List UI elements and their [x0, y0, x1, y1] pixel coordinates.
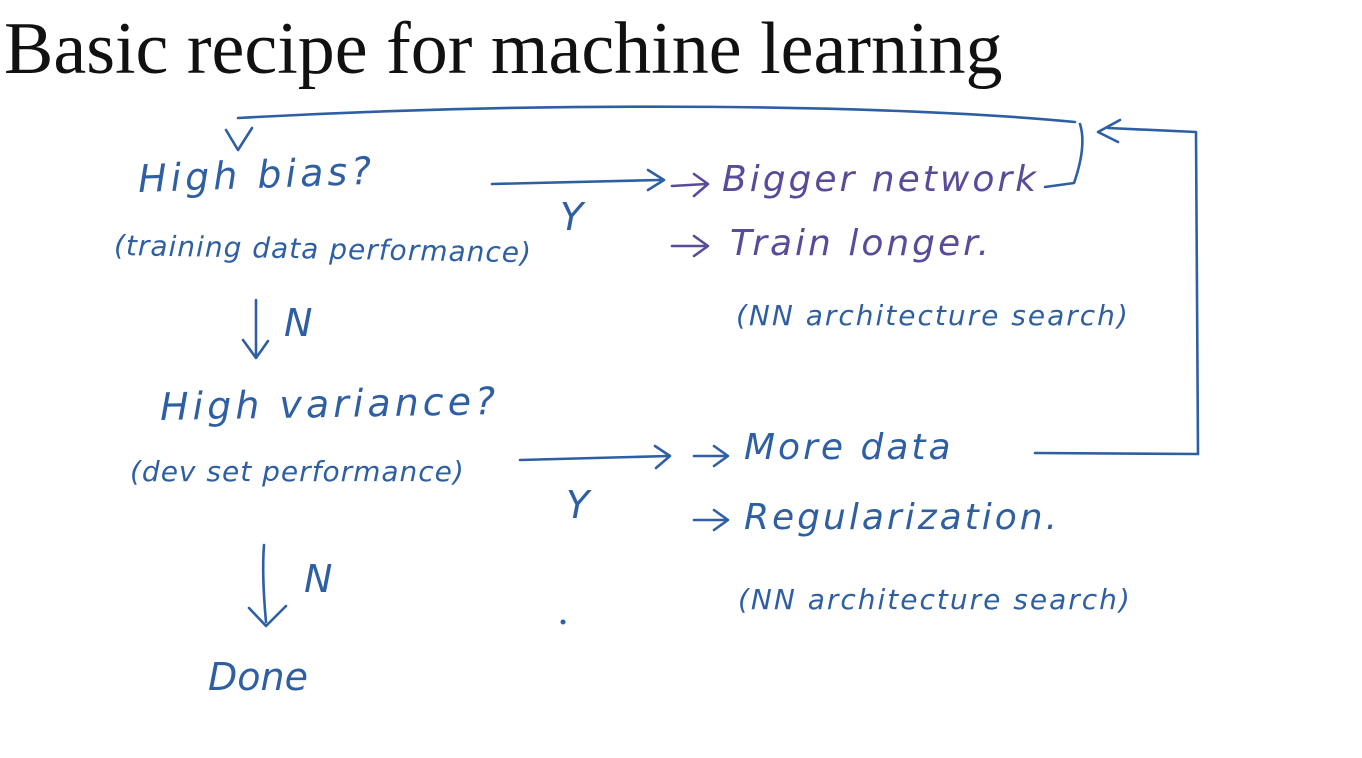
bullet-arrow-more-data — [692, 444, 730, 468]
bullet-arrow-regularization — [692, 508, 730, 532]
loop-back-arrowhead-top — [224, 126, 254, 152]
q2-yes-label: Y — [566, 483, 590, 527]
q1-question: High bias? — [137, 148, 376, 201]
bullet-arrow-train-longer — [670, 234, 710, 258]
loop-back-arrowhead-right — [1096, 118, 1122, 144]
q1-no-label: N — [284, 301, 313, 345]
variance-no-arrow — [261, 543, 268, 624]
loop-back-line-top — [236, 105, 1077, 124]
q1-solution-3: (NN architecture search) — [736, 299, 1130, 332]
bias-no-arrowhead — [241, 338, 270, 360]
done-label: Done — [208, 655, 308, 699]
q1-solution-2: Train longer. — [730, 223, 993, 264]
bias-yes-arrow — [490, 178, 662, 186]
slide-title: Basic recipe for machine learning — [4, 8, 1003, 90]
stray-dot — [560, 619, 566, 625]
bullet-arrow-bigger-network — [670, 172, 710, 198]
bracket-bigger-network — [1043, 122, 1084, 189]
q2-solution-1: More data — [744, 427, 954, 468]
bias-yes-arrowhead — [646, 168, 666, 192]
q2-solution-3: (NN architecture search) — [738, 583, 1132, 616]
variance-no-arrowhead — [247, 604, 288, 628]
q1-criterion: (training data performance) — [113, 229, 533, 270]
variance-yes-arrow — [518, 454, 670, 462]
q2-question: High variance? — [159, 379, 500, 429]
q1-yes-label: Y — [560, 195, 584, 239]
loop-back-line-right — [1033, 126, 1200, 456]
variance-yes-arrowhead — [653, 444, 672, 470]
q1-solution-1: Bigger network — [722, 159, 1039, 200]
q2-criterion: (dev set performance) — [130, 455, 465, 488]
q2-solution-2: Regularization. — [744, 497, 1061, 538]
q2-no-label: N — [304, 557, 333, 601]
